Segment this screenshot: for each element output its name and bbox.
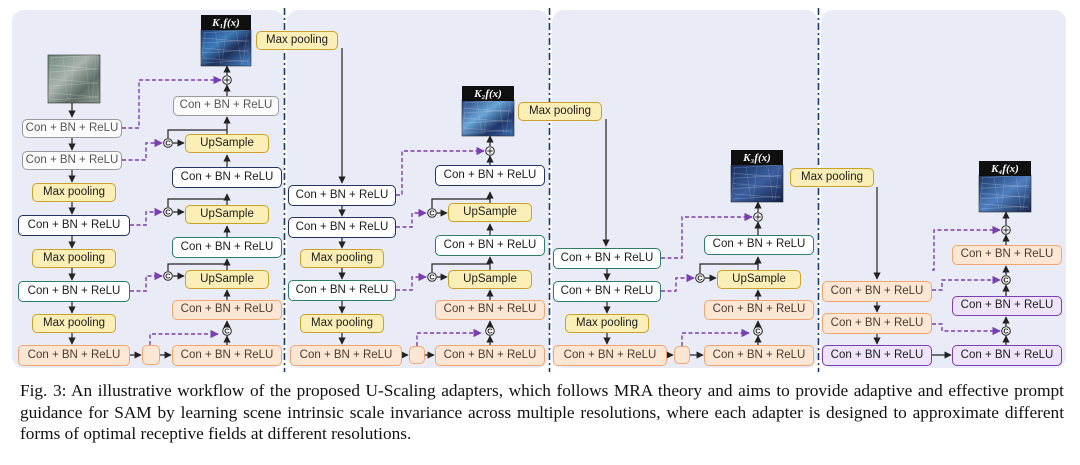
p1-bottleneck-small	[142, 345, 160, 365]
p1-decoder-conv-1: Con + BN + ReLU	[172, 345, 282, 366]
p1-encoder-conv-4: Con + BN + ReLU	[18, 281, 130, 302]
p2-encoder-conv-3: Con + BN + ReLU	[288, 280, 396, 301]
p3-encoder-conv-1: Con + BN + ReLU	[553, 248, 661, 269]
svg-text:C: C	[429, 209, 435, 218]
p3-encoder-conv-2: Con + BN + ReLU	[553, 281, 661, 302]
p3-bottleneck-small	[674, 346, 690, 364]
p3-to-p4-maxpool: Max pooling	[790, 168, 874, 187]
input-image-thumbnail	[47, 54, 101, 104]
p2-decoder-conv-1: Con + BN + ReLU	[435, 345, 545, 366]
output-label-k1: K₁f(x)	[201, 15, 251, 30]
svg-text:C: C	[165, 139, 171, 148]
p1-maxpool-3: Max pooling	[32, 314, 116, 333]
svg-text:C: C	[1003, 327, 1009, 336]
p4-encoder-conv-2: Con + BN + ReLU	[822, 313, 932, 334]
svg-text:C: C	[1003, 276, 1009, 285]
concat-symbol-13: C	[1001, 326, 1011, 336]
p3-decoder-conv-3: Con + BN + ReLU	[704, 235, 814, 255]
concat-symbol-14: C	[1001, 275, 1011, 285]
p2-maxpool-2: Max pooling	[300, 314, 384, 333]
add-symbol-12	[753, 212, 763, 222]
concat-symbol-3: C	[163, 207, 173, 217]
figure-caption: Fig. 3: An illustrative workflow of the …	[20, 381, 1064, 443]
p4-decoder-conv-3: Con + BN + ReLU	[952, 245, 1062, 265]
p3-decoder-conv-2: Con + BN + ReLU	[704, 300, 814, 320]
p1-upsample-2: UpSample	[185, 205, 269, 224]
concat-symbol-4: C	[163, 138, 173, 148]
p2-upsample-1: UpSample	[448, 270, 532, 289]
output-label-k2: K₂f(x)	[462, 86, 514, 101]
p1-encoder-conv-1: Con + BN + ReLU	[22, 119, 122, 138]
concat-symbol-10: C	[753, 326, 763, 336]
p1-decoder-conv-3: Con + BN + ReLU	[172, 237, 282, 258]
svg-text:C: C	[165, 208, 171, 217]
p1-decoder-conv-4: Con + BN + ReLU	[172, 167, 282, 188]
p1-encoder-conv-3: Con + BN + ReLU	[18, 215, 130, 236]
p2-decoder-conv-3: Con + BN + ReLU	[435, 235, 545, 256]
output-image-k4	[978, 174, 1032, 213]
svg-text:C: C	[697, 274, 703, 283]
p3-upsample-1: UpSample	[717, 270, 801, 289]
output-label-k3: K₃f(x)	[731, 150, 783, 165]
concat-symbol-8: C	[427, 208, 437, 218]
concat-symbol-7: C	[427, 272, 437, 282]
svg-text:C: C	[755, 327, 761, 336]
p4-decoder-conv-1: Con + BN + ReLU	[952, 345, 1062, 366]
add-symbol-9	[485, 146, 495, 156]
p2-maxpool-1: Max pooling	[300, 249, 384, 268]
p1-maxpool-1: Max pooling	[32, 183, 116, 202]
concat-symbol-2: C	[163, 271, 173, 281]
svg-text:C: C	[429, 273, 435, 282]
p2-upsample-2: UpSample	[448, 203, 532, 222]
p2-bottleneck-conv: Con + BN + ReLU	[290, 345, 402, 366]
output-label-k4: K₄f(x)	[979, 161, 1031, 176]
p2-bottleneck-small	[409, 346, 425, 364]
output-image-k1	[200, 29, 252, 67]
p3-decoder-conv-1: Con + BN + ReLU	[704, 345, 814, 366]
p2-to-p3-maxpool: Max pooling	[518, 102, 602, 121]
p1-decoder-conv-5: Con + BN + ReLU	[173, 96, 279, 116]
output-image-k3	[730, 164, 784, 203]
p1-bottleneck-conv: Con + BN + ReLU	[18, 345, 130, 366]
concat-symbol-1: C	[222, 326, 232, 336]
p1-upsample-1: UpSample	[185, 270, 269, 289]
p3-bottleneck-conv: Con + BN + ReLU	[553, 345, 667, 366]
p1-decoder-conv-2: Con + BN + ReLU	[172, 300, 282, 320]
p1-maxpool-2: Max pooling	[32, 249, 116, 268]
p3-maxpool-1: Max pooling	[565, 314, 649, 333]
p4-encoder-conv-1: Con + BN + ReLU	[822, 281, 932, 302]
p4-encoder-conv-3: Con + BN + ReLU	[822, 345, 932, 366]
concat-symbol-11: C	[695, 273, 705, 283]
concat-symbol-6: C	[485, 326, 495, 336]
u-scaling-diagram: C C C C C C C C C C C Con + BN + ReLU Con + BN + Re…	[12, 8, 1066, 372]
p1-encoder-conv-2: Con + BN + ReLU	[22, 151, 122, 170]
add-symbol-15	[1001, 225, 1011, 235]
output-image-k2	[461, 99, 515, 137]
svg-text:C: C	[487, 327, 493, 336]
p2-decoder-conv-4: Con + BN + ReLU	[435, 165, 545, 186]
p1-to-p2-maxpool: Max pooling	[256, 31, 338, 50]
p2-encoder-conv-1: Con + BN + ReLU	[288, 185, 396, 206]
p4-decoder-conv-2: Con + BN + ReLU	[952, 296, 1062, 316]
p2-decoder-conv-2: Con + BN + ReLU	[435, 300, 545, 320]
svg-text:C: C	[224, 327, 230, 336]
svg-text:C: C	[165, 272, 171, 281]
add-symbol-5	[222, 75, 232, 85]
p1-upsample-3: UpSample	[185, 134, 269, 153]
p2-encoder-conv-2: Con + BN + ReLU	[288, 217, 396, 238]
